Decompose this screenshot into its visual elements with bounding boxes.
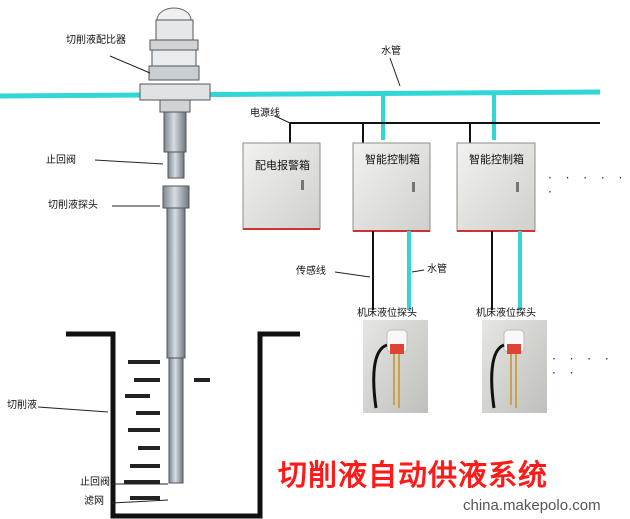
leader-lines bbox=[37, 55, 425, 504]
coolant-tank bbox=[66, 331, 300, 519]
coolant-level-marks bbox=[124, 360, 210, 500]
machine-probe-photo-1 bbox=[363, 320, 428, 413]
watermark: china.makepolo.com bbox=[463, 497, 601, 514]
machine-probe-photo-2 bbox=[482, 320, 547, 413]
label-water-pipe-top: 水管 bbox=[381, 46, 401, 57]
sensor-lines bbox=[372, 231, 493, 310]
label-machine-probe-1: 机床液位探头 bbox=[357, 308, 417, 319]
diagram-title: 切削液自动供液系统 bbox=[278, 458, 549, 492]
label-filter: 滤网 bbox=[84, 496, 104, 507]
label-coolant: 切削液 bbox=[7, 400, 37, 411]
proportioner-device bbox=[139, 7, 211, 113]
suction-pipe bbox=[162, 111, 190, 484]
label-water-pipe-mid: 水管 bbox=[427, 264, 447, 275]
power-line bbox=[289, 122, 600, 143]
alarm-box bbox=[242, 142, 321, 230]
label-fluid-probe: 切削液探头 bbox=[48, 200, 98, 211]
alarm-box-title: 配电报警箱 bbox=[255, 159, 310, 172]
label-proportioner: 切削液配比器 bbox=[66, 35, 126, 46]
label-sensor-line: 传感线 bbox=[296, 266, 326, 277]
water-pipe-top bbox=[0, 89, 601, 140]
label-check-valve-bottom: 止回阀 bbox=[80, 477, 110, 488]
label-machine-probe-2: 机床液位探头 bbox=[476, 308, 536, 319]
control-box-2 bbox=[456, 142, 536, 232]
water-lines-mid bbox=[407, 231, 522, 310]
control-box-1-title: 智能控制箱 bbox=[365, 153, 420, 166]
label-check-valve-top: 止回阀 bbox=[46, 155, 76, 166]
control-box-2-title: 智能控制箱 bbox=[469, 153, 524, 166]
control-box-1 bbox=[352, 142, 431, 232]
ellipsis-lower: · · · · · · bbox=[552, 352, 614, 380]
label-power-line: 电源线 bbox=[250, 108, 280, 119]
ellipsis-upper: · · · · · · bbox=[548, 171, 628, 199]
